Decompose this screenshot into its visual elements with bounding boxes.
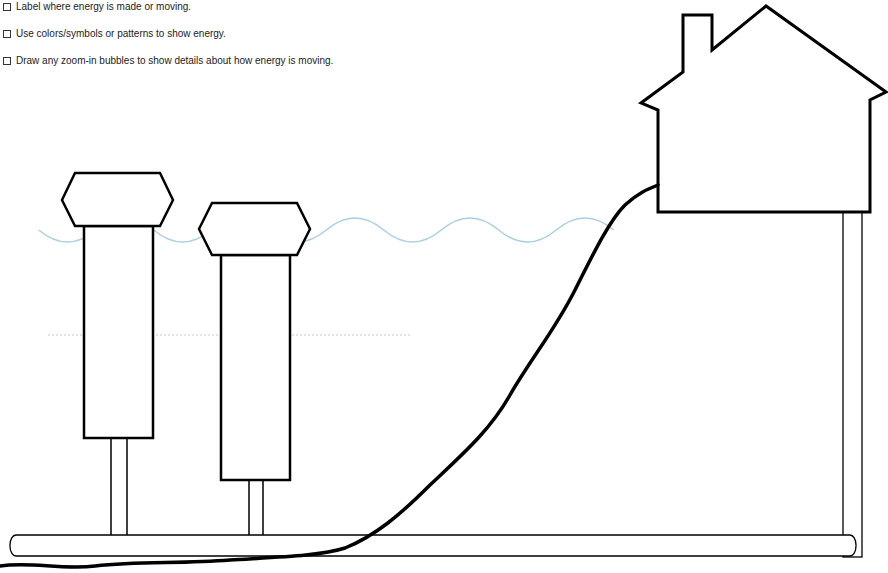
buoy-float (199, 203, 310, 255)
checkbox (4, 58, 11, 65)
pole (843, 174, 862, 557)
wave-buoy (62, 173, 173, 540)
pole-body (843, 177, 862, 557)
buoy-rod (111, 438, 127, 540)
wave-buoy (199, 203, 310, 540)
checkboxes (4, 4, 11, 65)
checklist-item: Use colors/symbols or patterns to show e… (16, 28, 226, 40)
power-cable (0, 185, 658, 567)
checklist-item: Draw any zoom-in bubbles to show details… (16, 55, 333, 67)
buoy-float (62, 173, 173, 226)
checkbox (4, 4, 11, 11)
checkbox (4, 31, 11, 38)
checklist-item: Label where energy is made or moving. (16, 1, 191, 13)
house (641, 6, 886, 212)
seabed-pipe (10, 535, 856, 556)
buoy-body (221, 255, 290, 480)
buoy-rod (249, 480, 263, 540)
buoy-body (84, 226, 153, 438)
